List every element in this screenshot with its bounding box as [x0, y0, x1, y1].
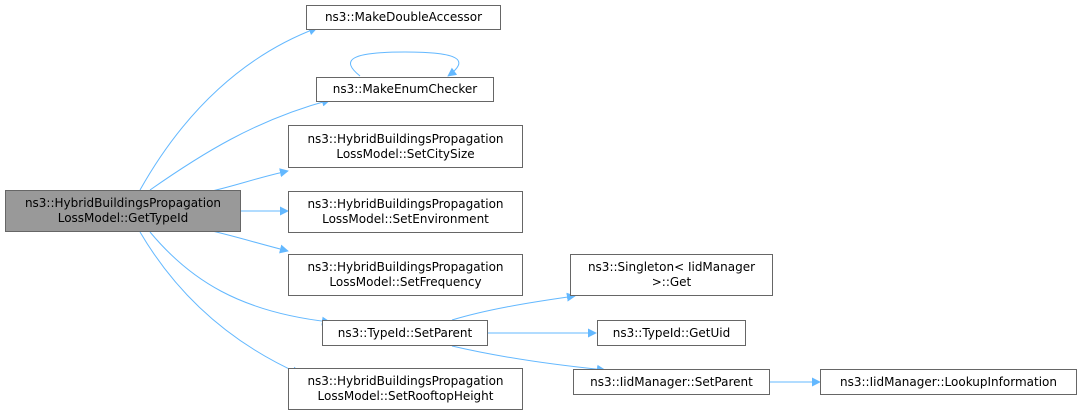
edge-make-enum-checker-self-loop [350, 51, 460, 77]
node-line: LossModel::GetTypeId [57, 211, 189, 225]
node-line: ns3::IidManager::SetParent [590, 374, 753, 389]
edge-root-to-typeid-set-parent [149, 231, 331, 326]
node-make-double-accessor[interactable]: ns3::MakeDoubleAccessor [306, 5, 501, 30]
node-line: ns3::HybridBuildingsPropagation [307, 197, 504, 211]
node-line: ns3::HybridBuildingsPropagation [307, 374, 504, 388]
edge-typeid-set-parent-to-iidmanager-set-parent [451, 345, 606, 374]
node-line: ns3::HybridBuildingsPropagation [24, 196, 222, 210]
node-set-frequency[interactable]: ns3::HybridBuildingsPropagation LossMode… [288, 254, 523, 296]
node-line: ns3::HybridBuildingsPropagation [307, 260, 504, 274]
node-line: LossModel::SetCitySize [336, 146, 475, 161]
node-line: ns3::HybridBuildingsPropagation [307, 131, 504, 146]
node-iidmanager-set-parent[interactable]: ns3::IidManager::SetParent [573, 369, 770, 395]
edge-typeid-set-parent-to-singleton-get [451, 292, 576, 321]
node-line: LossModel::SetEnvironment [322, 212, 489, 226]
node-root-get-type-id: ns3::HybridBuildingsPropagation LossMode… [5, 190, 241, 232]
node-line: ns3::MakeDoubleAccessor [324, 10, 483, 24]
node-typeid-get-uid[interactable]: ns3::TypeId::GetUid [597, 320, 746, 346]
edge-root-to-make-enum-checker [149, 97, 331, 191]
node-typeid-set-parent[interactable]: ns3::TypeId::SetParent [322, 320, 488, 346]
node-line: LossModel::SetFrequency [329, 275, 482, 289]
node-line: LossModel::SetRooftopHeight [317, 389, 494, 403]
node-set-environment[interactable]: ns3::HybridBuildingsPropagation LossMode… [288, 191, 523, 233]
edge-root-to-set-frequency [211, 230, 289, 254]
node-set-rooftop-height[interactable]: ns3::HybridBuildingsPropagation LossMode… [288, 368, 523, 410]
node-singleton-get[interactable]: ns3::Singleton< IidManager >::Get [570, 254, 773, 296]
edge-root-to-make-double-accessor [139, 26, 318, 191]
node-set-city-size[interactable]: ns3::HybridBuildingsPropagation LossMode… [288, 125, 523, 168]
node-line: ns3::IidManager::LookupInformation [840, 374, 1057, 389]
node-line: ns3::TypeId::GetUid [612, 325, 731, 340]
node-iidmanager-lookup-information[interactable]: ns3::IidManager::LookupInformation [820, 369, 1077, 395]
node-line: >::Get [651, 275, 692, 289]
node-line: ns3::MakeEnumChecker [332, 82, 478, 96]
edge-root-to-set-city-size [211, 168, 289, 192]
node-line: ns3::TypeId::SetParent [337, 325, 473, 340]
node-line: ns3::Singleton< IidManager [587, 260, 756, 274]
edge-root-to-set-rooftop-height [139, 231, 301, 375]
node-make-enum-checker[interactable]: ns3::MakeEnumChecker [316, 77, 494, 102]
